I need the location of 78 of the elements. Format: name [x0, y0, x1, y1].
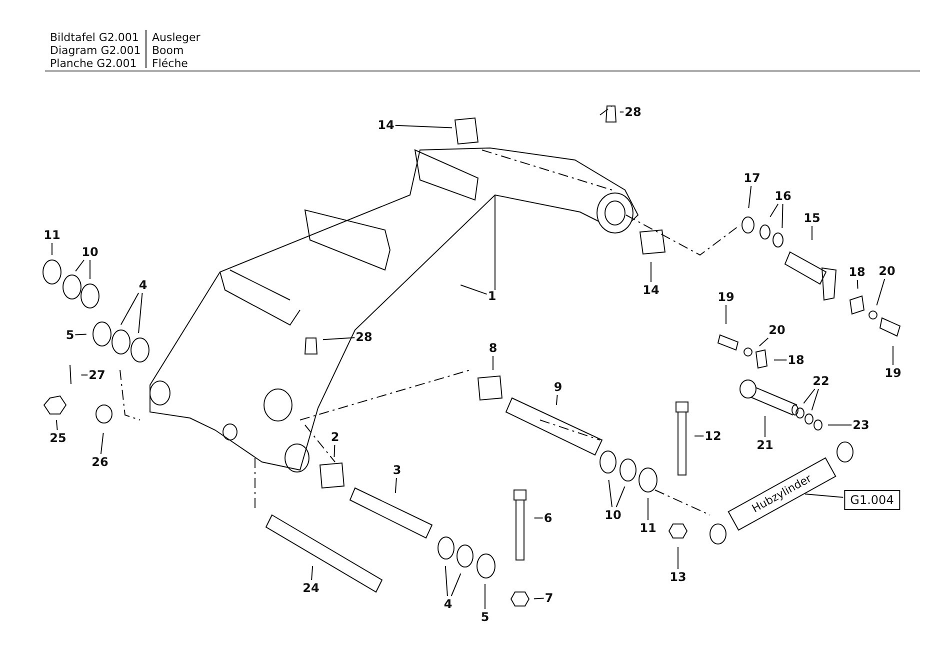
callout-number: 4	[138, 278, 148, 292]
callout-number: 10	[82, 245, 98, 259]
callout-number: 7	[544, 591, 554, 605]
callout-number: 12	[704, 429, 722, 443]
leader-line	[460, 284, 488, 295]
callout-number: 14	[642, 283, 660, 297]
leader-line	[828, 424, 852, 426]
leader-line	[444, 565, 448, 596]
callout-number: 17	[744, 171, 760, 185]
leader-line	[856, 280, 858, 290]
callout-number: 28	[624, 105, 642, 119]
leader-line	[311, 565, 314, 580]
reference-box: G1.004	[844, 490, 900, 510]
leader-line	[758, 338, 769, 346]
callout-number: 10	[604, 508, 622, 522]
callout-number: 19	[718, 290, 734, 304]
callout-number: 19	[884, 366, 902, 380]
callout-number: 9	[554, 380, 562, 394]
callout-number: 1	[488, 289, 496, 303]
leader-line	[75, 260, 84, 272]
callout-number: 13	[670, 570, 686, 584]
leader-line	[770, 204, 779, 218]
leader-line	[138, 292, 143, 334]
callout-number: 25	[50, 431, 66, 445]
leader-line	[782, 204, 784, 228]
leader-line	[100, 432, 104, 454]
callout-number: 18	[848, 265, 866, 279]
callout-number: 8	[488, 341, 498, 355]
callout-number: 4	[444, 597, 452, 611]
title-text: Ausleger	[152, 31, 200, 44]
callout-number: 23	[852, 418, 870, 432]
callout-number: 14	[378, 118, 394, 132]
callout-number: 16	[774, 189, 792, 203]
plate-number-text: Bildtafel G2.001	[50, 31, 139, 44]
leader-line	[450, 573, 462, 596]
callout-number: 15	[804, 211, 820, 225]
leader-line	[334, 444, 336, 458]
leader-line	[74, 334, 87, 336]
leader-line	[803, 388, 816, 404]
leader-line	[80, 374, 88, 376]
leader-line	[616, 486, 626, 508]
leader-line	[811, 388, 819, 411]
leader-line	[804, 494, 844, 498]
callout-number: 5	[480, 610, 490, 624]
leader-line	[533, 598, 544, 600]
leader-line	[56, 420, 58, 430]
plate-number-text: Diagram G2.001	[50, 44, 141, 57]
callout-number: 5	[66, 328, 74, 342]
callout-number: 27	[88, 368, 106, 382]
leader-line	[322, 337, 356, 340]
callout-number: 18	[788, 353, 804, 367]
callout-number: 22	[812, 374, 830, 388]
plate-number-text: Planche G2.001	[50, 57, 137, 70]
callout-number: 6	[544, 511, 552, 525]
leader-line	[892, 346, 894, 366]
leader-line	[748, 186, 752, 209]
leader-line	[492, 356, 494, 370]
leader-line	[120, 292, 140, 326]
leader-line	[650, 262, 652, 282]
leader-line	[876, 278, 886, 306]
callout-number: 26	[92, 455, 108, 469]
callout-number: 11	[640, 521, 656, 535]
leader-line	[394, 478, 397, 494]
callout-number: 21	[756, 438, 774, 452]
callout-number: 20	[768, 323, 786, 337]
callout-number: 3	[392, 463, 402, 477]
title-text: Fléche	[152, 57, 188, 70]
leader-line	[556, 394, 558, 406]
callout-number: 20	[878, 264, 896, 278]
leader-line	[764, 416, 766, 438]
leader-line	[608, 479, 613, 508]
callout-number: 24	[302, 581, 320, 595]
leader-line	[394, 124, 452, 128]
callout-number: 2	[330, 430, 340, 444]
title-text: Boom	[152, 44, 184, 57]
leader-line	[484, 584, 486, 610]
callout-number: 28	[356, 330, 372, 344]
callout-number: 11	[44, 228, 60, 242]
